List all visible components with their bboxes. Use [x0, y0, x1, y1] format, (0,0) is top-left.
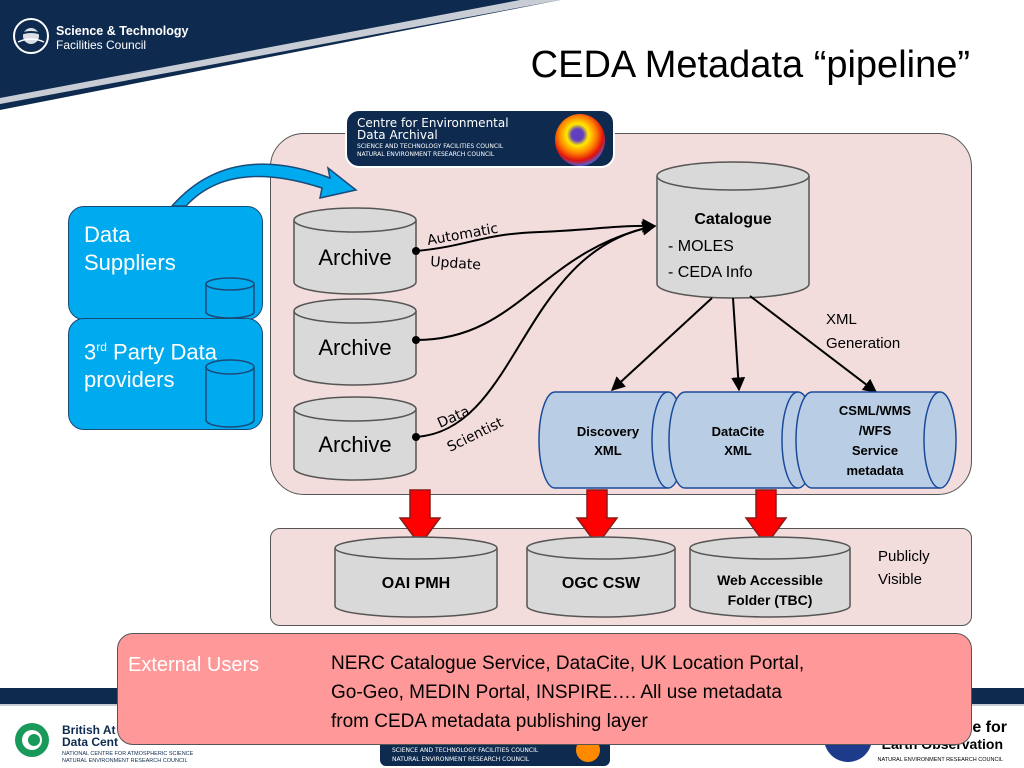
- logo-line-1: Science & Technology: [56, 24, 189, 38]
- third-party-suffix: rd: [96, 340, 107, 354]
- ogc-csw-label: OGC CSW: [562, 575, 641, 592]
- connector-archive-1: [415, 218, 657, 252]
- badc-logo-icon: [15, 723, 49, 757]
- badc-line-2: Data Cent: [62, 735, 118, 749]
- datacite-line-1: DataCite: [712, 424, 765, 439]
- logo-line-2: Facilities Council: [56, 38, 147, 52]
- data-suppliers-line-2: Suppliers: [84, 250, 176, 275]
- ceda-globe-icon: [555, 114, 605, 166]
- catalogue-item-ceda-info: - CEDA Info: [668, 264, 753, 281]
- connector-dot-1: [412, 247, 420, 255]
- connector-dot-2: [412, 336, 420, 344]
- web-folder-line-1: Web Accessible: [717, 572, 823, 588]
- annotation-xml: XML: [826, 311, 857, 328]
- mid-footer-line-2: NATURAL ENVIRONMENT RESEARCH COUNCIL: [392, 756, 530, 763]
- page-title: CEDA Metadata “pipeline”: [530, 44, 970, 86]
- publish-arrow-1: [398, 489, 442, 547]
- publish-arrow-3: [744, 489, 788, 547]
- discovery-line-2: XML: [594, 443, 622, 458]
- neodc-line-3: NATURAL ENVIRONMENT RESEARCH COUNCIL: [878, 757, 1004, 763]
- badc-line-3: NATIONAL CENTRE FOR ATMOSPHERIC SCIENCE: [62, 751, 194, 757]
- service-oai-pmh: OAI PMH: [334, 536, 498, 618]
- ceda-banner-line-2: Data Archival: [357, 128, 438, 142]
- external-line-1: NERC Catalogue Service, DataCite, UK Loc…: [331, 653, 805, 674]
- arrow-to-datacite: [731, 297, 746, 392]
- archive-to-catalogue-connectors: [415, 218, 657, 438]
- header-band: [0, 0, 560, 110]
- archive-label-2: Archive: [318, 335, 391, 360]
- badc-line-4: NATURAL ENVIRONMENT RESEARCH COUNCIL: [62, 758, 188, 764]
- catalogue-cylinder: Catalogue - MOLES - CEDA Info: [656, 161, 810, 299]
- annotation-publicly: Publicly: [878, 548, 930, 565]
- third-party-cylinder-icon: [205, 359, 255, 428]
- csml-line-2: /WFS: [859, 423, 892, 438]
- xml-generation-arrows: [610, 295, 878, 393]
- archive-cylinder-2: Archive: [293, 298, 417, 386]
- oai-pmh-label: OAI PMH: [382, 575, 450, 592]
- third-party-text: Party Data: [106, 339, 217, 365]
- archive-cylinder-1: Archive: [293, 207, 417, 295]
- service-ogc-csw: OGC CSW: [526, 536, 676, 618]
- ceda-banner-line-4: NATURAL ENVIRONMENT RESEARCH COUNCIL: [357, 151, 495, 158]
- supplier-cylinder-icon: [205, 277, 255, 319]
- xml-output-discovery: Discovery XML: [538, 391, 685, 489]
- catalogue-item-moles: - MOLES: [668, 238, 734, 255]
- ceda-banner-line-1: Centre for Environmental: [357, 116, 509, 130]
- datacite-line-2: XML: [724, 443, 752, 458]
- third-party-label: 3rd Party Data providers: [84, 333, 217, 394]
- arrow-to-discovery: [610, 297, 713, 391]
- annotation-update: Update: [430, 254, 482, 273]
- external-users-box: External Users NERC Catalogue Service, D…: [117, 633, 972, 745]
- ceda-banner-line-3: SCIENCE AND TECHNOLOGY FACILITIES COUNCI…: [357, 143, 504, 150]
- ceda-banner-logo: Centre for Environmental Data Archival S…: [345, 109, 615, 168]
- annotation-generation: Generation: [826, 335, 900, 352]
- neodc-line-1: ve for: [963, 719, 1007, 736]
- archive-label-1: Archive: [318, 245, 391, 270]
- data-suppliers-line-1: Data: [84, 222, 131, 247]
- xml-output-csml: CSML/WMS /WFS Service metadata: [795, 391, 957, 489]
- publish-arrows: [398, 489, 788, 547]
- discovery-line-1: Discovery: [577, 424, 640, 439]
- external-users-label: External Users: [128, 654, 260, 676]
- external-users-description: NERC Catalogue Service, DataCite, UK Loc…: [331, 649, 951, 736]
- annotation-visible: Visible: [878, 571, 922, 588]
- data-suppliers-label: Data Suppliers: [84, 221, 176, 277]
- csml-line-1: CSML/WMS: [839, 403, 912, 418]
- catalogue-title: Catalogue: [694, 211, 771, 228]
- badc-line-1: British At: [62, 723, 116, 737]
- csml-line-3: Service: [852, 443, 898, 458]
- csml-line-4: metadata: [846, 463, 904, 478]
- stfc-logo-text: Science & Technology Facilities Council: [56, 24, 188, 52]
- service-web-folder: Web Accessible Folder (TBC): [689, 536, 851, 618]
- ingest-arrow-icon: [170, 163, 358, 207]
- connector-dot-3: [412, 433, 420, 441]
- external-line-2: Go-Geo, MEDIN Portal, INSPIRE…. All use …: [331, 682, 782, 703]
- third-party-line-2: providers: [84, 367, 175, 393]
- annotation-data: Data: [435, 403, 472, 431]
- publish-arrow-2: [575, 489, 619, 547]
- mid-footer-line-1: SCIENCE AND TECHNOLOGY FACILITIES COUNCI…: [392, 747, 539, 754]
- third-party-number: 3: [84, 339, 97, 365]
- arrow-to-csml: [749, 295, 878, 393]
- annotation-automatic: Automatic: [426, 221, 499, 249]
- external-line-3: from CEDA metadata publishing layer: [331, 711, 648, 732]
- stfc-logo-icon: [13, 18, 49, 54]
- connector-archive-3: [415, 221, 657, 438]
- archive-label-3: Archive: [318, 432, 391, 457]
- xml-output-datacite: DataCite XML: [668, 391, 815, 489]
- web-folder-line-2: Folder (TBC): [728, 592, 813, 608]
- archive-cylinder-3: Archive: [293, 396, 417, 481]
